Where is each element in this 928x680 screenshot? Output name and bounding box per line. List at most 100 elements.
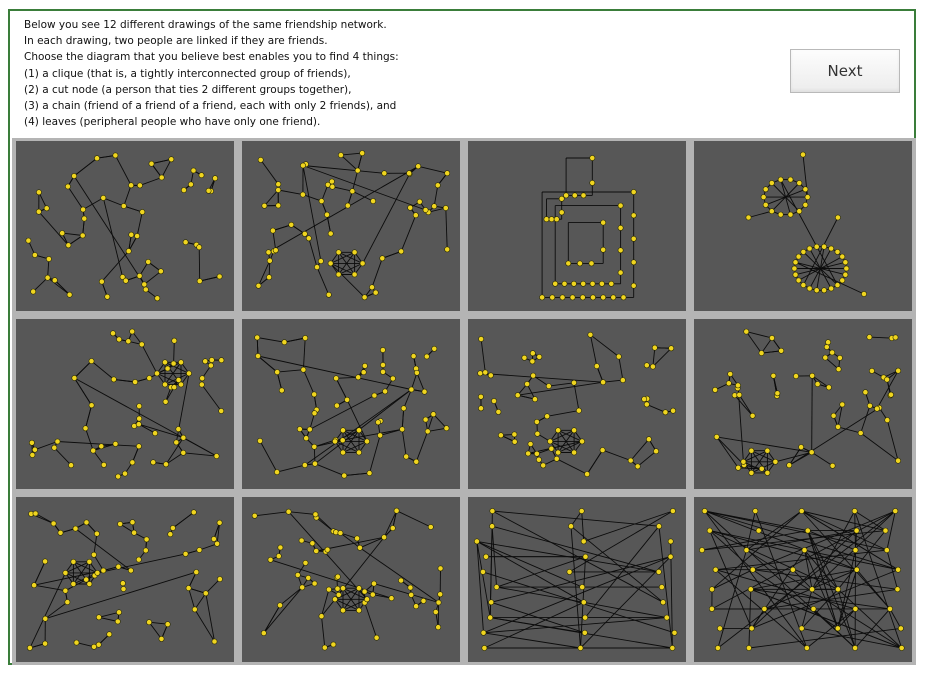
graph-node: [32, 510, 39, 517]
graph-node: [106, 631, 113, 638]
graph-node: [182, 551, 189, 557]
graph-node: [480, 629, 487, 636]
diagram-option-5[interactable]: [16, 319, 234, 489]
graph-node: [553, 455, 560, 462]
graph-node: [299, 584, 306, 591]
graph-node: [444, 170, 451, 177]
graph-node: [178, 381, 184, 388]
graph-node: [70, 581, 77, 587]
graph-edge: [93, 554, 104, 571]
graph-edge: [743, 450, 768, 463]
graph-node: [582, 614, 588, 621]
graph-edge: [428, 207, 446, 213]
graph-edge: [91, 360, 115, 380]
graph-node: [120, 580, 126, 587]
diagram-option-7[interactable]: [468, 319, 686, 489]
diagram-option-12[interactable]: [694, 497, 912, 662]
graph-node: [170, 360, 177, 367]
graph-edge: [652, 347, 672, 367]
graph-node: [553, 216, 560, 223]
diagram-option-10[interactable]: [242, 497, 460, 662]
network-graph-icon: [251, 507, 444, 651]
graph-edge: [73, 561, 90, 585]
graph-edge: [400, 215, 417, 252]
graph-edge: [74, 377, 92, 406]
graph-node: [830, 412, 837, 419]
graph-edge: [476, 541, 491, 618]
diagram-option-8[interactable]: [694, 319, 912, 489]
graph-node: [216, 519, 223, 526]
graph-node: [823, 344, 830, 350]
graph-edge: [304, 389, 412, 466]
graph-node: [488, 599, 495, 606]
graph-edge: [352, 190, 374, 202]
graph-node: [634, 463, 641, 470]
diagram-option-4[interactable]: [694, 141, 912, 311]
graph-edge: [288, 511, 368, 600]
graph-edge: [856, 569, 891, 610]
graph-edge: [480, 338, 486, 373]
graph-edge: [45, 571, 197, 620]
network-graph-icon: [477, 331, 676, 477]
graph-node: [42, 558, 48, 565]
graph-node: [895, 367, 902, 374]
diagram-option-3[interactable]: [468, 141, 686, 311]
graph-node: [593, 363, 600, 369]
diagram-option-1[interactable]: [16, 141, 234, 311]
graph-node: [51, 444, 58, 451]
graph-node: [442, 205, 449, 211]
graph-edge: [362, 173, 410, 264]
graph-edge: [589, 334, 598, 367]
graph-edge: [807, 530, 856, 551]
graph-edge: [869, 336, 892, 339]
next-button[interactable]: Next: [790, 49, 900, 93]
graph-node: [862, 389, 869, 396]
graph-node: [152, 430, 158, 437]
graph-edge: [334, 429, 360, 442]
graph-node: [214, 540, 220, 547]
graph-edge: [98, 616, 118, 622]
diagram-option-2[interactable]: [242, 141, 460, 311]
graph-edge: [74, 377, 217, 457]
graph-node: [154, 295, 161, 302]
graph-node: [134, 233, 140, 239]
graph-edge: [344, 472, 370, 477]
graph-edge: [256, 337, 259, 357]
graph-node: [261, 202, 268, 209]
graph-node: [90, 447, 97, 454]
graph-node: [86, 581, 93, 587]
graph-node: [808, 449, 815, 456]
diagram-option-11[interactable]: [468, 497, 686, 662]
graph-node: [356, 427, 362, 434]
graph-node: [324, 211, 330, 218]
graph-node: [580, 599, 587, 606]
graph-node: [511, 431, 518, 438]
graph-edge: [491, 526, 498, 588]
graph-node: [548, 216, 555, 223]
graph-edge: [201, 384, 222, 412]
graph-node: [580, 280, 587, 287]
graph-node: [406, 170, 412, 177]
instruction-line: (1) a clique (that is, a tightly interco…: [24, 67, 351, 80]
graph-node: [73, 639, 80, 646]
graph-node: [617, 225, 624, 231]
graph-node: [725, 380, 732, 387]
graph-node: [477, 393, 484, 400]
graph-node: [530, 372, 537, 379]
graph-edge: [711, 510, 802, 590]
graph-edge: [258, 260, 271, 286]
graph-node: [842, 271, 849, 278]
diagram-option-6[interactable]: [242, 319, 460, 489]
graph-node: [399, 426, 406, 433]
graph-node: [96, 614, 102, 621]
graph-node: [825, 384, 832, 391]
graph-node: [190, 509, 197, 516]
graph-edge: [837, 426, 861, 434]
graph-node: [359, 260, 366, 267]
graph-edge: [807, 530, 839, 590]
graph-node: [868, 368, 875, 374]
graph-node: [437, 565, 444, 572]
graph-edge: [717, 510, 896, 649]
diagram-option-9[interactable]: [16, 497, 234, 662]
graph-node: [536, 354, 543, 360]
